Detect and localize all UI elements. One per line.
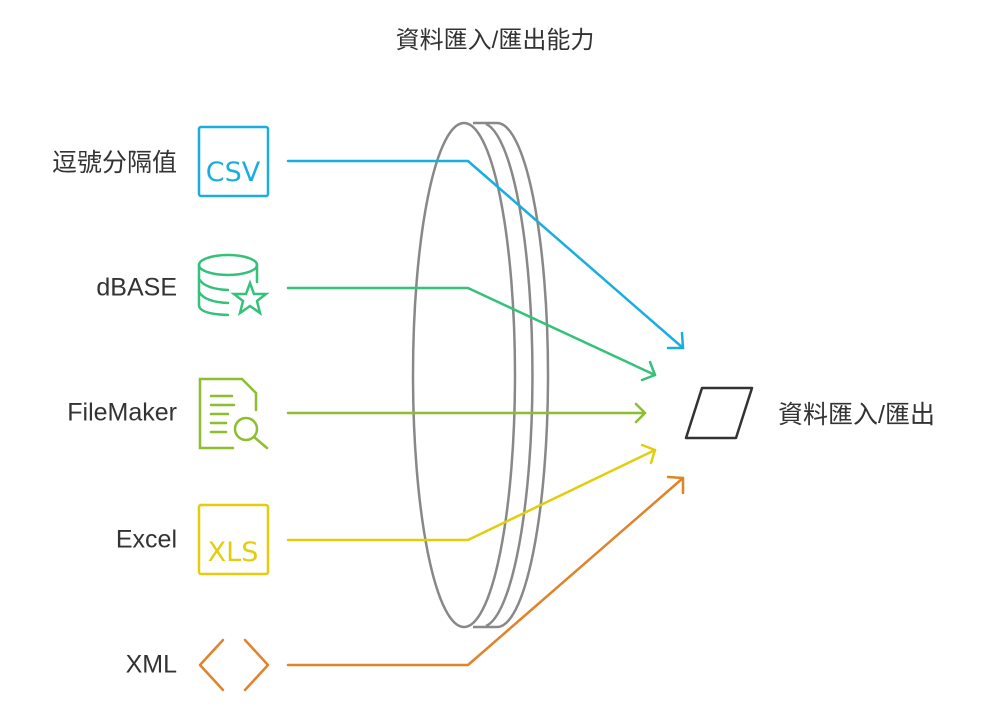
svg-text:XLS: XLS bbox=[208, 537, 259, 568]
csv-file-icon: CSV bbox=[197, 125, 270, 198]
input-label-dbase: dBASE bbox=[96, 273, 177, 302]
parallelogram-icon bbox=[684, 386, 754, 440]
xls-file-icon: XLS bbox=[197, 503, 270, 576]
input-label-excel: Excel bbox=[115, 525, 177, 554]
database-star-icon bbox=[197, 253, 270, 317]
document-search-icon bbox=[198, 377, 269, 450]
svg-text:CSV: CSV bbox=[206, 157, 261, 188]
connector-excel bbox=[286, 443, 657, 542]
input-label-csv: 逗號分隔值 bbox=[51, 149, 177, 177]
code-brackets-icon bbox=[198, 638, 270, 692]
connector-dbase bbox=[286, 286, 657, 382]
connector-csv bbox=[286, 159, 685, 350]
output-label: 資料匯入/匯出 bbox=[778, 401, 935, 429]
connector-xml bbox=[286, 475, 685, 667]
diagram-title: 資料匯入/匯出能力 bbox=[395, 27, 595, 54]
input-label-xml: XML bbox=[125, 650, 177, 679]
lens-shape bbox=[411, 121, 550, 629]
input-label-filemaker: FileMaker bbox=[67, 398, 177, 427]
connector-filemaker bbox=[286, 402, 647, 424]
